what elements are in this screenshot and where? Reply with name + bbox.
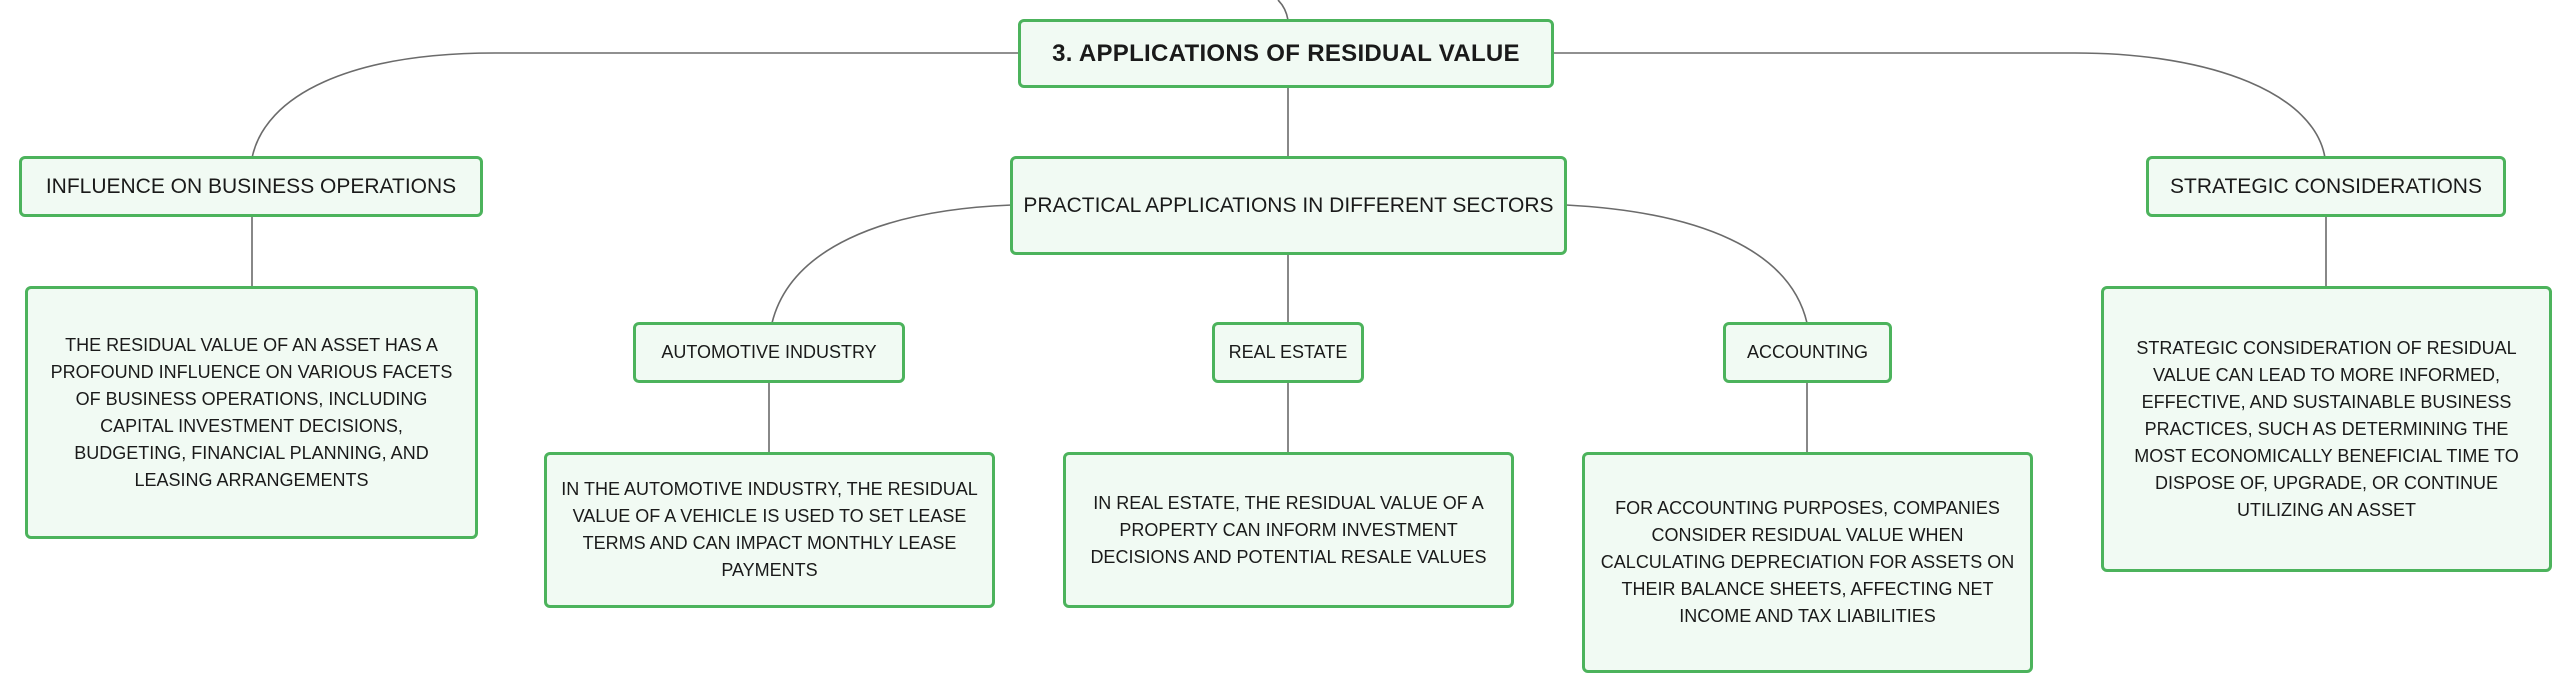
connector-root-to-business-operations [251,52,1020,159]
description-text: STRATEGIC CONSIDERATION OF RESIDUAL VALU… [2134,337,2519,520]
description-text: IN THE AUTOMOTIVE INDUSTRY, THE RESIDUAL… [561,479,978,580]
topic-strategic-considerations[interactable]: STRATEGIC CONSIDERATIONS [2146,156,2506,217]
sector-real-estate[interactable]: REAL ESTATE [1212,322,1364,383]
sector-title: ACCOUNTING [1747,342,1868,362]
description-text: THE RESIDUAL VALUE OF AN ASSET HAS A PRO… [50,334,453,490]
topic-title: PRACTICAL APPLICATIONS IN DIFFERENT SECT… [1023,193,1554,217]
sector-title: REAL ESTATE [1228,342,1348,362]
topic-influence-on-business-operations[interactable]: INFLUENCE ON BUSINESS OPERATIONS [19,156,483,217]
topic-practical-applications[interactable]: PRACTICAL APPLICATIONS IN DIFFERENT SECT… [1010,156,1567,255]
sector-accounting[interactable]: ACCOUNTING [1723,322,1892,383]
description-business-operations[interactable]: THE RESIDUAL VALUE OF AN ASSET HAS A PRO… [25,286,478,539]
connector-parent-to-root [1277,0,1289,21]
description-text: IN REAL ESTATE, THE RESIDUAL VALUE OF A … [1090,492,1487,567]
description-text: FOR ACCOUNTING PURPOSES, COMPANIES CONSI… [1600,498,2015,626]
sector-automotive-industry[interactable]: AUTOMOTIVE INDUSTRY [633,322,905,383]
topic-title: STRATEGIC CONSIDERATIONS [2170,174,2482,198]
description-automotive-industry[interactable]: IN THE AUTOMOTIVE INDUSTRY, THE RESIDUAL… [544,452,995,608]
description-real-estate[interactable]: IN REAL ESTATE, THE RESIDUAL VALUE OF A … [1063,452,1514,608]
description-strategic-considerations[interactable]: STRATEGIC CONSIDERATION OF RESIDUAL VALU… [2101,286,2552,572]
sector-title: AUTOMOTIVE INDUSTRY [661,342,877,362]
root-node[interactable]: 3. APPLICATIONS OF RESIDUAL VALUE [1018,19,1554,88]
connector-root-to-strategic-considerations [1553,52,2326,159]
description-accounting[interactable]: FOR ACCOUNTING PURPOSES, COMPANIES CONSI… [1582,452,2033,673]
topic-title: INFLUENCE ON BUSINESS OPERATIONS [45,174,457,198]
connector-practical-to-automotive [771,204,1013,324]
connector-practical-to-accounting [1565,204,1808,324]
root-title: 3. APPLICATIONS OF RESIDUAL VALUE [1052,39,1520,67]
